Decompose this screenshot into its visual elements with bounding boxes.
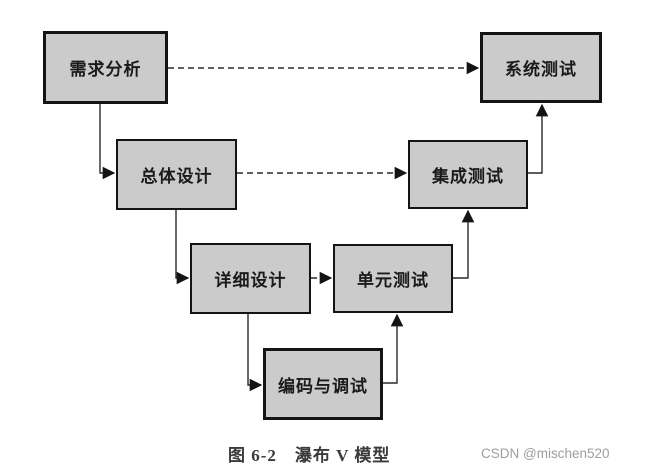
edge-requirements-to-overall-design [99,104,116,180]
edge-detailed-design-to-coding [247,314,263,392]
node-unit-test: 单元测试 [333,244,453,313]
node-requirements-analysis: 需求分析 [43,31,168,104]
node-coding-debugging: 编码与调试 [263,348,383,420]
edge-unit-test-to-integration-test [453,209,475,279]
node-detailed-design: 详细设计 [190,243,311,314]
figure-caption: 图 6-2 瀑布 V 模型 [228,446,391,465]
node-integration-test: 集成测试 [408,140,528,209]
node-overall-design: 总体设计 [116,139,237,210]
edge-integration-test-to-system-test [528,103,549,174]
edge-overall-design-to-detailed-design [175,210,190,285]
csdn-watermark: CSDN @mischen520 [481,446,610,461]
node-system-test: 系统测试 [480,32,602,103]
edge-coding-to-unit-test [383,313,404,384]
